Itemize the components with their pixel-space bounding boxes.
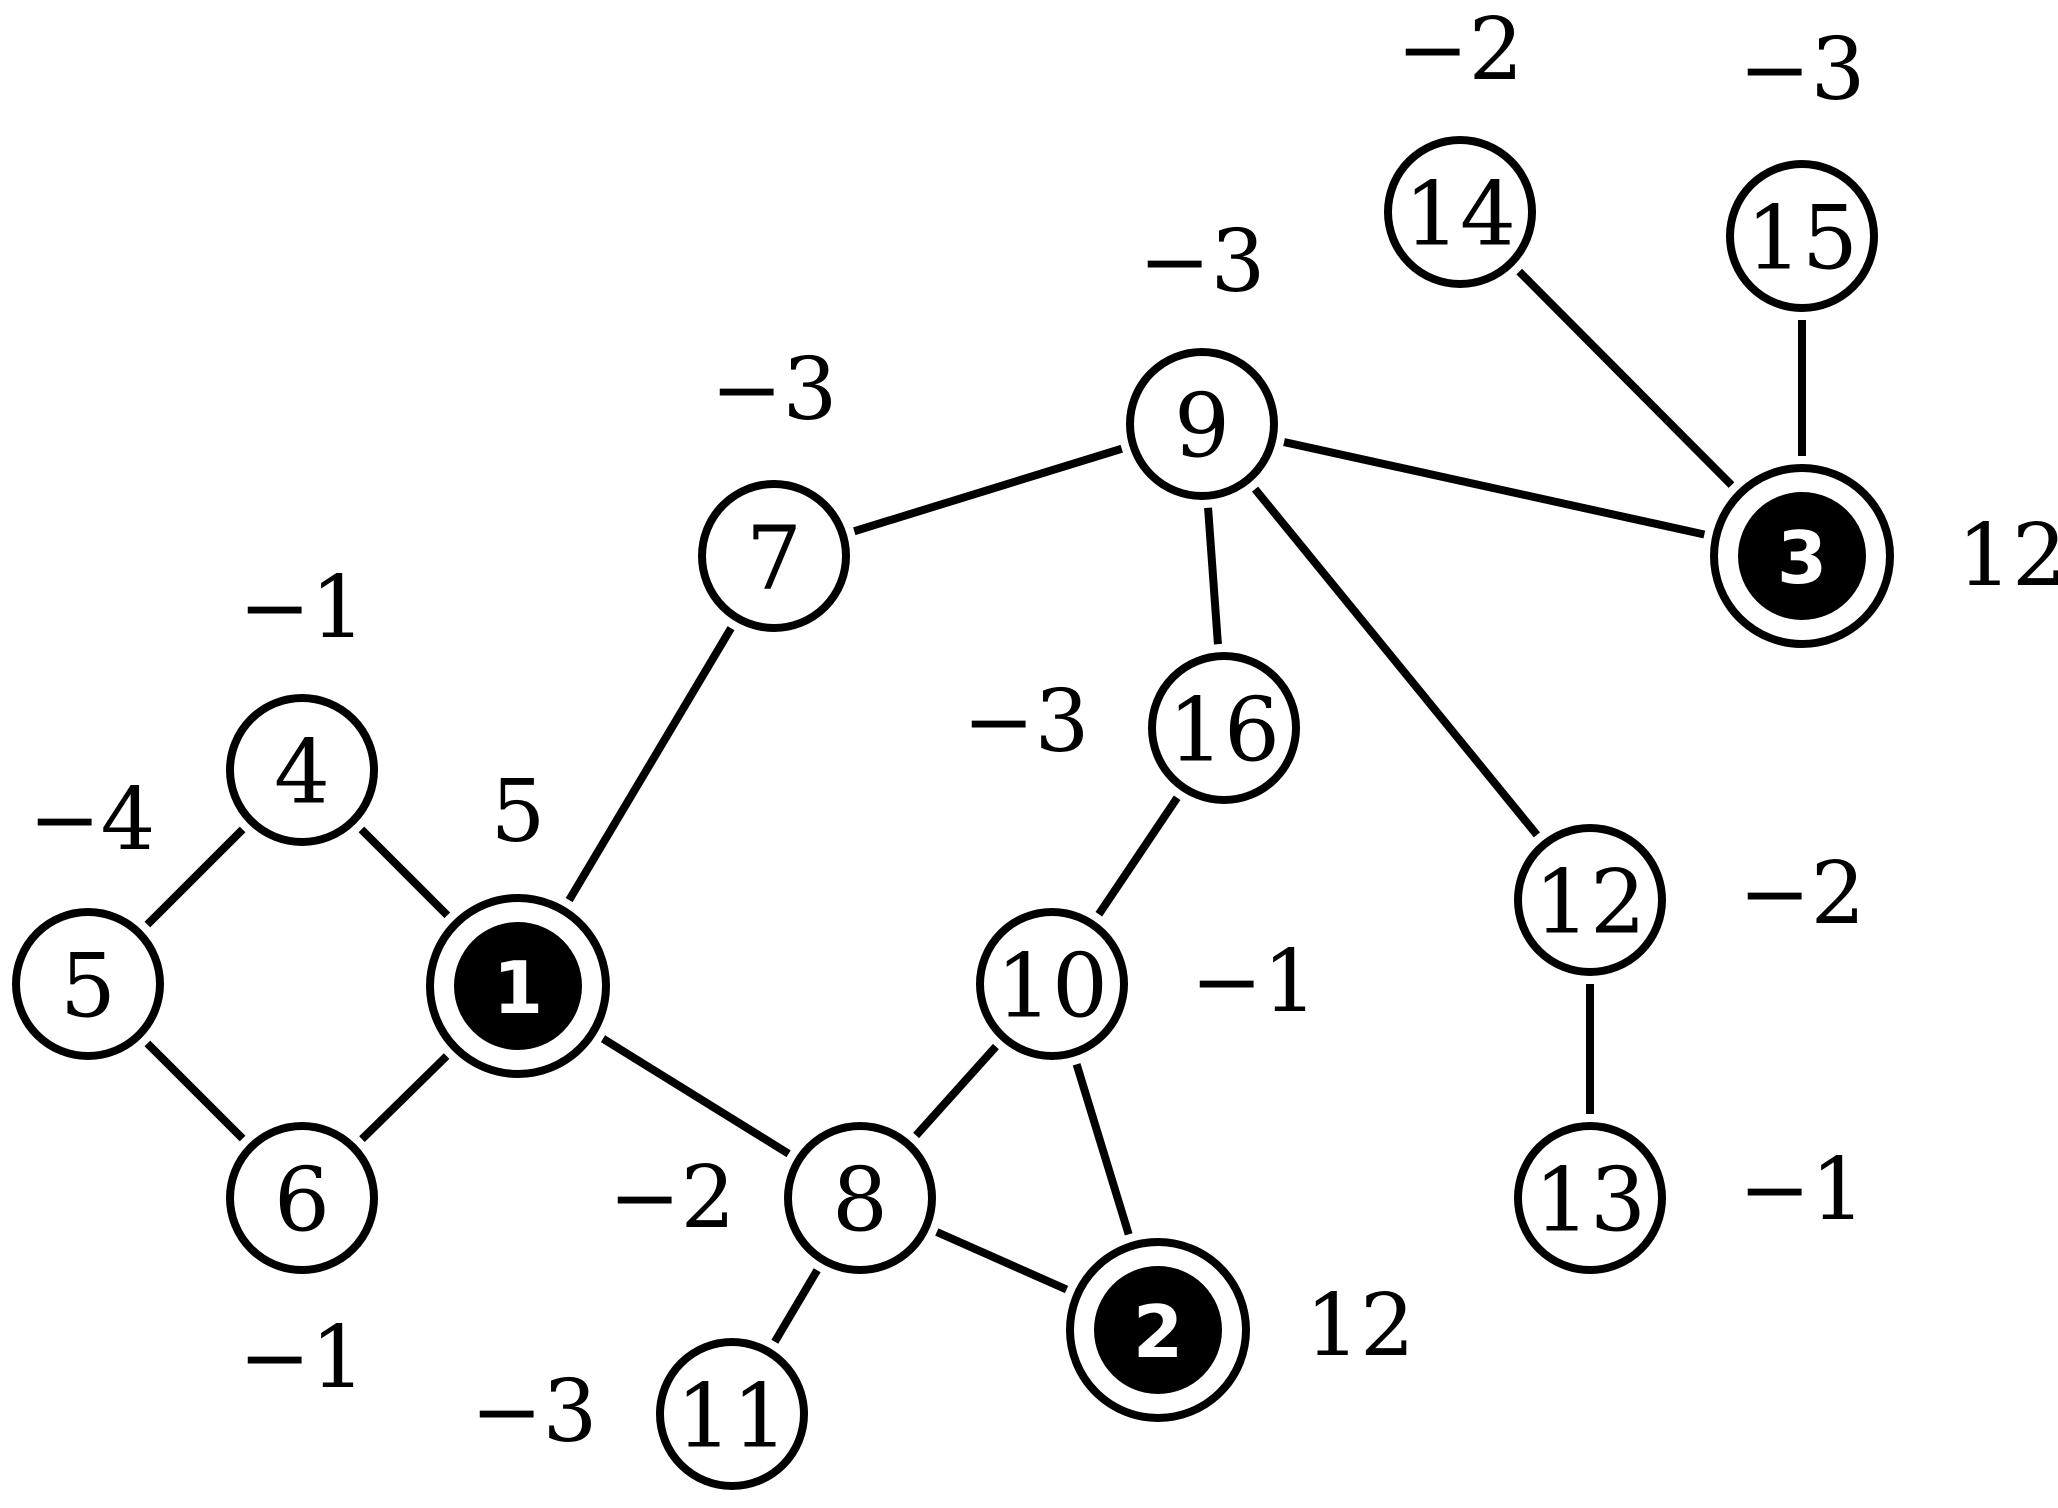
node-5: 5 xyxy=(12,908,164,1060)
node-7-label: 7 xyxy=(746,507,802,610)
node-8: 8 xyxy=(784,1122,936,1274)
node-9: 9 xyxy=(1126,348,1278,500)
edge-9-3 xyxy=(1283,438,1706,539)
edge-8-11 xyxy=(771,1268,821,1344)
node-11-circle xyxy=(656,1338,808,1490)
node-15-label: 15 xyxy=(1746,187,1858,290)
node-12-label: 12 xyxy=(1534,851,1646,954)
node-1: 1 xyxy=(426,894,610,1078)
node-11-weight: −3 xyxy=(471,1362,598,1462)
node-7: 7 xyxy=(698,480,850,632)
node-6: 6 xyxy=(226,1122,378,1274)
node-16-weight: −3 xyxy=(963,672,1090,772)
node-6-circle xyxy=(226,1122,378,1274)
node-4-label: 4 xyxy=(274,721,330,824)
node-14-circle xyxy=(1384,136,1536,288)
node-14-label: 14 xyxy=(1404,163,1516,266)
node-13-weight: −1 xyxy=(1739,1140,1866,1240)
node-14: 14 xyxy=(1384,136,1536,288)
node-10-circle xyxy=(976,908,1128,1060)
node-7-weight: −3 xyxy=(711,340,838,440)
node-10-weight: −1 xyxy=(1191,932,1318,1032)
node-11: 11 xyxy=(656,1338,808,1490)
node-5-label: 5 xyxy=(60,935,116,1038)
node-9-label: 9 xyxy=(1174,375,1230,478)
node-12-weight: −2 xyxy=(1739,844,1866,944)
node-2-label: 2 xyxy=(1133,1290,1183,1374)
node-1-fill xyxy=(454,922,582,1050)
edge-14-3 xyxy=(1516,268,1735,488)
node-2: 2 xyxy=(1066,1238,1250,1422)
node-10: 10 xyxy=(976,908,1128,1060)
node-5-circle xyxy=(12,908,164,1060)
node-16-circle xyxy=(1148,652,1300,804)
node-14-weight: −2 xyxy=(1397,0,1524,100)
edge-4-5 xyxy=(144,826,246,928)
edge-5-6 xyxy=(144,1040,246,1142)
node-8-weight: −2 xyxy=(609,1148,736,1248)
edge-9-16 xyxy=(1204,507,1222,645)
edge-9-12 xyxy=(1251,486,1541,838)
node-2-fill xyxy=(1094,1266,1222,1394)
node-1-label: 1 xyxy=(493,946,543,1030)
node-2-weight: 12 xyxy=(1305,1276,1414,1376)
node-1-weight: 5 xyxy=(491,762,546,862)
node-16: 16 xyxy=(1148,652,1300,804)
edge-6-1 xyxy=(359,1053,450,1143)
node-8-label: 8 xyxy=(832,1149,888,1252)
edge-4-1 xyxy=(358,826,451,919)
node-15: 15 xyxy=(1726,160,1878,312)
node-16-label: 16 xyxy=(1168,679,1280,782)
node-13: 13 xyxy=(1514,1122,1666,1274)
node-6-weight: −1 xyxy=(239,1308,366,1408)
node-15-weight: −3 xyxy=(1739,20,1866,120)
node-13-circle xyxy=(1514,1122,1666,1274)
node-12: 12 xyxy=(1514,824,1666,976)
node-4-circle xyxy=(226,694,378,846)
node-8-circle xyxy=(784,1122,936,1274)
node-6-label: 6 xyxy=(274,1149,330,1252)
edge-8-2 xyxy=(935,1228,1069,1294)
edge-10-8 xyxy=(913,1043,999,1139)
edge-7-9 xyxy=(853,444,1123,536)
node-3-weight: 12 xyxy=(1957,506,2058,606)
node-3-label: 3 xyxy=(1777,516,1827,600)
node-9-circle xyxy=(1126,348,1278,500)
edges-layer xyxy=(144,268,1806,1344)
node-5-weight: −4 xyxy=(29,770,156,870)
node-11-label: 11 xyxy=(676,1365,788,1468)
node-10-label: 10 xyxy=(996,935,1108,1038)
node-4-weight: −1 xyxy=(239,558,366,658)
edge-1-7 xyxy=(565,626,735,903)
node-12-circle xyxy=(1514,824,1666,976)
edge-10-2 xyxy=(1072,1063,1133,1236)
node-7-circle xyxy=(698,480,850,632)
node-15-circle xyxy=(1726,160,1878,312)
edge-1-8 xyxy=(600,1035,791,1158)
node-13-label: 13 xyxy=(1534,1149,1646,1252)
node-3: 3 xyxy=(1710,464,1894,648)
edge-16-10 xyxy=(1095,795,1181,917)
node-3-fill xyxy=(1738,492,1866,620)
node-9-weight: −3 xyxy=(1139,212,1266,312)
node-4: 4 xyxy=(226,694,378,846)
